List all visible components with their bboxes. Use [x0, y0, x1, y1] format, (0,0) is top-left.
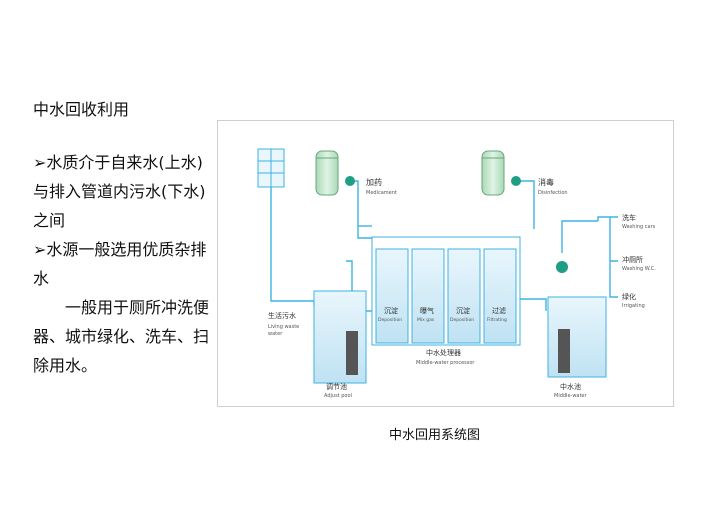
living-water-label: 生活污水: [268, 311, 296, 320]
adjust-pool-label: 调节池: [326, 382, 347, 391]
medicament-label-en: Medicament: [366, 190, 397, 196]
pipe-processor-to-middle: [518, 298, 547, 311]
disinfection-column: [481, 150, 505, 196]
bullet-usage: 一般用于厕所冲洗便器、城市绿化、洗车、扫除用水。: [33, 298, 210, 375]
page-title: 中水回收利用: [33, 100, 130, 119]
reclaimed-water-diagram: 加药 Medicament 消毒 Disinfection 生活污水 Livin…: [217, 120, 674, 407]
medicament-column: [315, 150, 339, 196]
living-water-label-en2: water: [268, 331, 283, 337]
washing-wc-label-en: Washing W.C.: [622, 266, 656, 272]
deposition-tank-2: [447, 248, 481, 344]
middle-water-label-en: Middle-water: [554, 393, 588, 399]
disinfection-pump-icon: [511, 176, 521, 186]
medicament-pump-icon: [345, 176, 355, 186]
disinfection-label-en: Disinfection: [538, 190, 568, 196]
deposition2-label: 沉淀: [456, 306, 470, 315]
bullet-list: ➢水质介于自来水(上水)与排入管道内污水(下水) 之间 ➢水源一般选用优质杂排水…: [33, 148, 213, 380]
medicament-label: 加药: [366, 177, 382, 187]
filtrating-tank: [483, 248, 517, 344]
washing-cars-label: 洗车: [622, 213, 636, 222]
adjust-pool-pump-icon: [346, 331, 358, 375]
bullet-water-quality: ➢水质介于自来水(上水)与排入管道内污水(下水) 之间: [33, 153, 206, 230]
mix-gas-label: 曝气: [420, 306, 434, 315]
deposition-label: 沉淀: [384, 306, 398, 315]
washing-wc-label: 冲厕所: [622, 255, 643, 264]
pipe-living-water: [270, 187, 315, 306]
deposition-tank: [375, 248, 409, 344]
middle-water-pump-icon: [558, 329, 570, 373]
pipe-washing-wc: [561, 220, 598, 253]
diagram-caption: 中水回用系统图: [389, 428, 481, 443]
pipe-outlets: [610, 216, 618, 262]
washing-cars-label-en: Washing cars: [622, 224, 656, 230]
middle-water-tank: [547, 296, 607, 378]
middle-water-pump: [556, 261, 568, 273]
adjust-pool-label-en: Adjust pool: [324, 393, 352, 399]
processor-label-en: Middle-water processor: [416, 360, 475, 366]
mix-gas-tank: [411, 248, 445, 344]
living-water-label-en: Living waste: [268, 324, 299, 330]
filtrating-label: 过滤: [492, 306, 506, 315]
irrigating-label: 绿化: [622, 292, 636, 301]
processor-label: 中水处理器: [426, 348, 461, 357]
pipe-disinfection: [514, 180, 535, 229]
pipe-branches: [597, 216, 618, 298]
adjust-pool-tank: [313, 290, 367, 384]
deposition2-label-en: Deposition: [450, 317, 474, 323]
filtrating-label-en: Filtrating: [487, 317, 507, 323]
deposition-label-en: Deposition: [378, 317, 402, 323]
irrigating-label-en: Irrigating: [622, 303, 645, 309]
diagram-canvas: 加药 Medicament 消毒 Disinfection 生活污水 Livin…: [257, 148, 656, 399]
mix-gas-label-en: Mix gas: [417, 317, 435, 323]
disinfection-label: 消毒: [538, 177, 554, 187]
middle-water-label: 中水池: [560, 382, 581, 391]
bullet-water-source: ➢水源一般选用优质杂排水: [33, 240, 207, 288]
